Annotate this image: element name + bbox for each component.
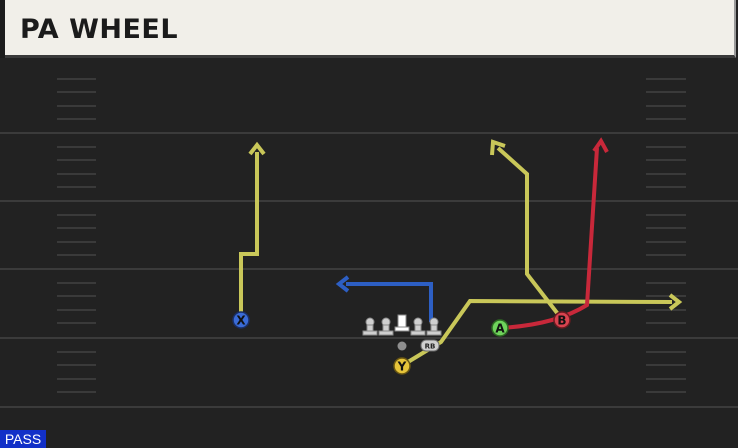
play-field: RB X Y A B <box>0 78 738 408</box>
hash-marks-right <box>646 78 686 393</box>
center-icon <box>394 314 410 332</box>
arrow-x <box>248 141 266 156</box>
qb-marker[interactable] <box>397 341 407 351</box>
receiver-b[interactable]: B <box>553 311 571 329</box>
receiver-a-label: A <box>495 322 505 336</box>
lineman-icon <box>378 317 394 336</box>
arrow-b <box>592 137 609 153</box>
receiver-y[interactable]: Y <box>393 357 411 375</box>
yard-lines <box>0 132 738 408</box>
rb-label: RB <box>425 343 436 351</box>
lineman-icon <box>410 317 426 336</box>
route-x-post[interactable] <box>239 152 259 318</box>
receiver-y-label: Y <box>397 360 407 374</box>
receiver-x-label: X <box>236 314 246 328</box>
play-title: PA WHEEL <box>20 14 179 45</box>
lineman-icon <box>362 317 378 336</box>
rb-marker[interactable]: RB <box>420 339 440 352</box>
route-rb-flat[interactable] <box>346 282 433 322</box>
title-accent <box>0 0 5 58</box>
lineman-icon <box>426 317 442 336</box>
offensive-line <box>362 314 442 336</box>
route-a-corner[interactable] <box>496 146 563 320</box>
arrow-a <box>490 139 506 156</box>
play-title-bar: PA WHEEL <box>0 0 736 58</box>
receiver-a[interactable]: A <box>491 319 509 337</box>
route-y-wheel[interactable] <box>401 298 673 367</box>
hash-marks-left <box>57 78 96 393</box>
receiver-b-label: B <box>557 314 566 328</box>
receiver-x[interactable]: X <box>232 311 250 329</box>
arrow-rb <box>335 275 350 293</box>
arrow-y <box>668 293 683 311</box>
play-type-tag: PASS <box>0 430 46 448</box>
